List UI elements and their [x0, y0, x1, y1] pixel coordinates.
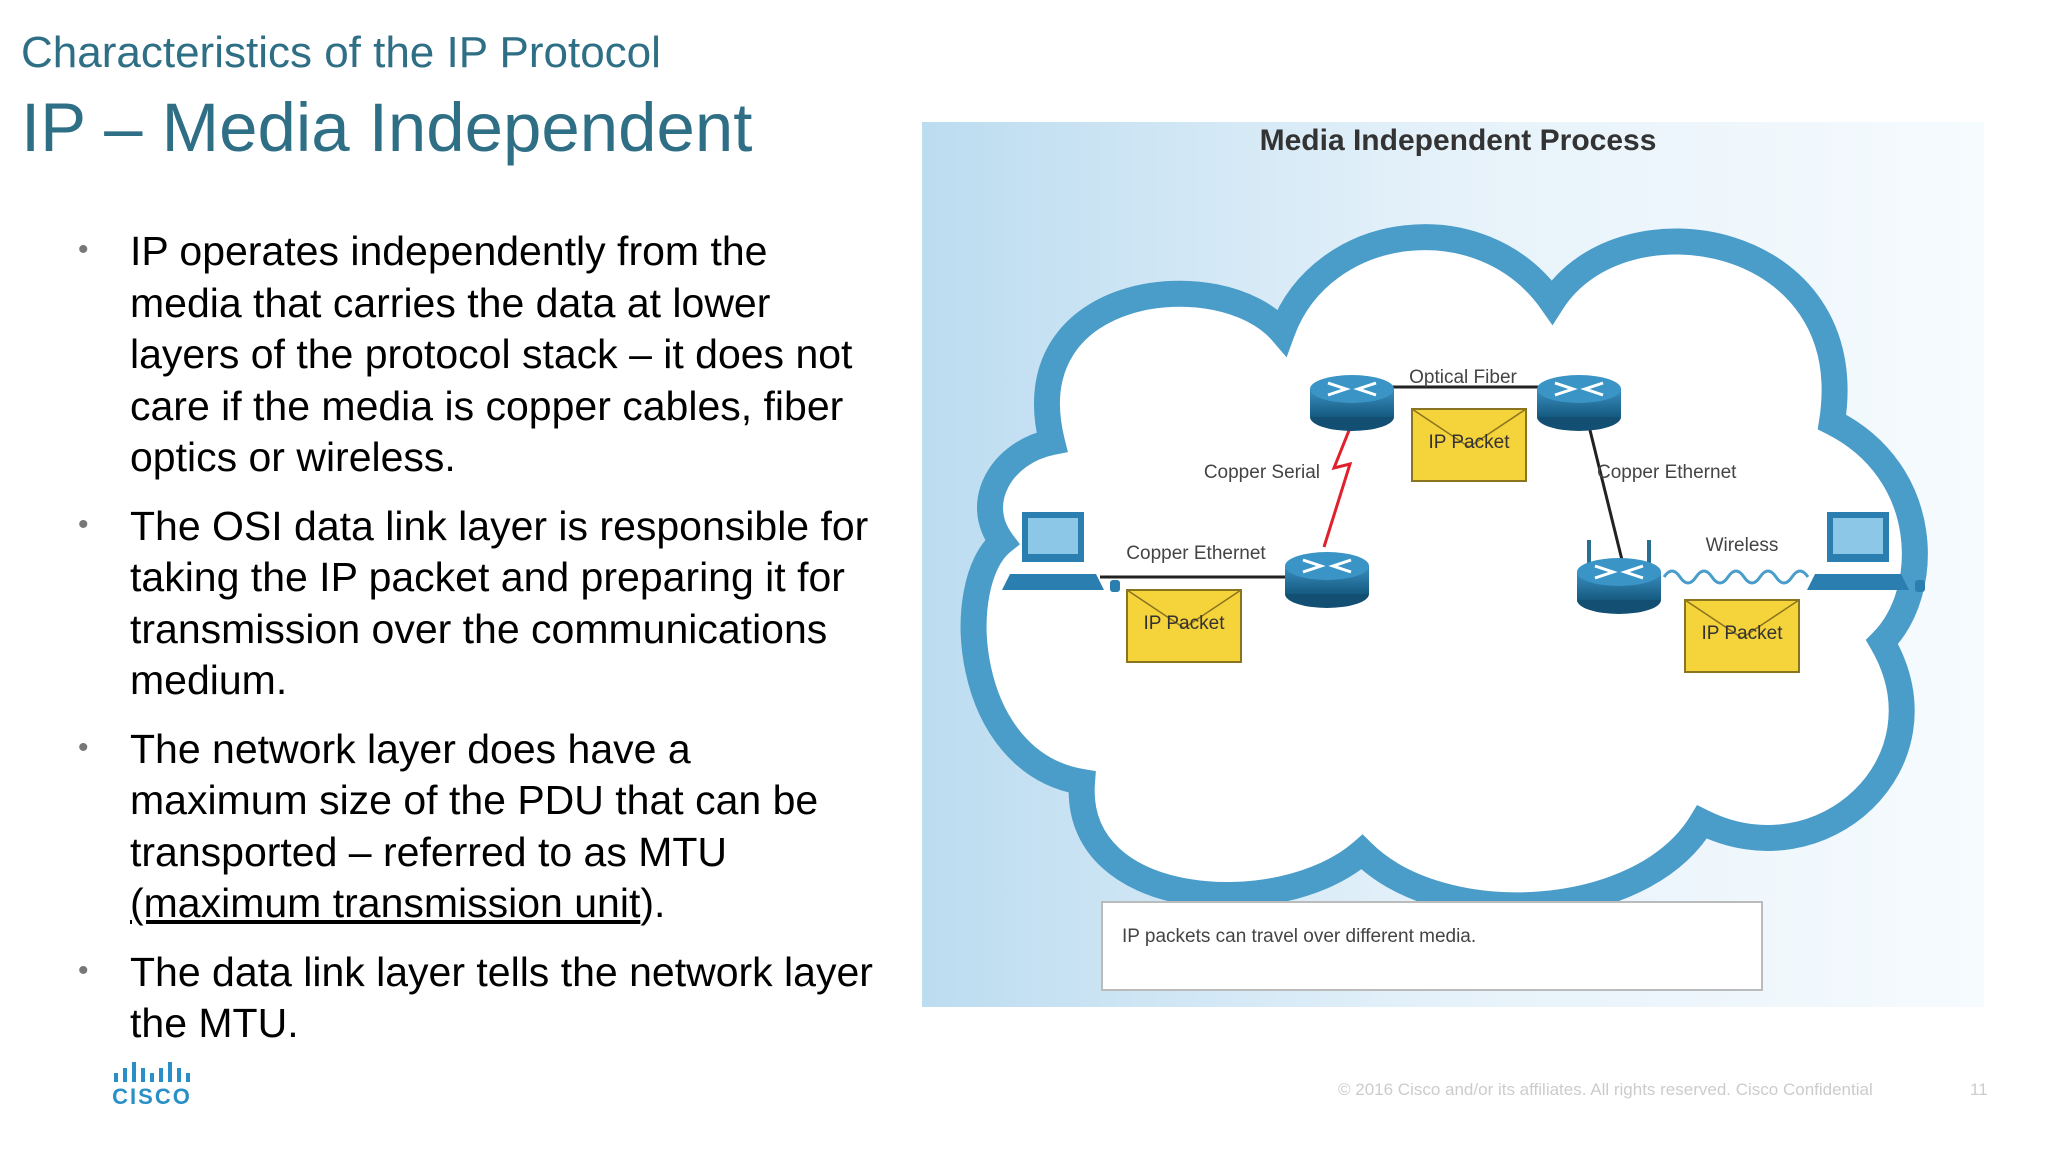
cisco-bars-icon	[114, 1062, 190, 1082]
slide-subtitle: Characteristics of the IP Protocol	[21, 28, 661, 77]
ip-packet-label: IP Packet	[1144, 613, 1226, 634]
router-icon	[1310, 375, 1394, 431]
ip-packet-envelope-icon: IP Packet	[1126, 589, 1242, 663]
copper-ethernet-left-label: Copper Ethernet	[1126, 543, 1266, 564]
bullet-dot-icon: •	[78, 730, 89, 764]
copper-serial-label: Copper Serial	[1204, 462, 1320, 483]
copper-ethernet-right-label: Copper Ethernet	[1597, 462, 1737, 483]
bullet-dot-icon: •	[78, 953, 89, 987]
diagram-title: Media Independent Process	[1260, 124, 1657, 157]
bullet-dot-icon: •	[78, 507, 89, 541]
media-independent-diagram: IP Packet IP Packet IP Packet Media Inde…	[922, 122, 1984, 1007]
ip-packet-label: IP Packet	[1702, 623, 1784, 644]
wireless-label: Wireless	[1706, 535, 1779, 556]
cisco-logo-text: CISCO	[112, 1084, 192, 1109]
router-icon	[1537, 375, 1621, 431]
computer-icon	[1807, 512, 1925, 592]
bullet-item: •The OSI data link layer is responsible …	[78, 501, 878, 707]
wireless-router-icon	[1577, 540, 1661, 614]
bullet-item: •The network layer does have a maximum s…	[78, 724, 878, 930]
bullet-list: •IP operates independently from the medi…	[78, 226, 878, 1067]
ip-packet-envelope-icon: IP Packet	[1684, 599, 1800, 673]
cloud-shape	[960, 224, 1928, 919]
bullet-item: •IP operates independently from the medi…	[78, 226, 878, 484]
caption-box: IP packets can travel over different med…	[1101, 901, 1763, 991]
computer-icon	[1002, 512, 1120, 592]
slide-title: IP – Media Independent	[21, 89, 753, 166]
page-number: 11	[1970, 1080, 1988, 1099]
mtu-link[interactable]: (maximum transmission unit	[130, 880, 641, 926]
bullet-item: •The data link layer tells the network l…	[78, 947, 878, 1050]
copper-serial-link	[1322, 417, 1356, 548]
optical-fiber-label: Optical Fiber	[1409, 367, 1517, 388]
wireless-link	[1662, 569, 1810, 585]
router-icon	[1285, 552, 1369, 608]
cisco-logo: CISCO	[110, 1062, 194, 1112]
copper-ethernet-right-link	[1585, 417, 1624, 561]
footer-copyright: © 2016 Cisco and/or its affiliates. All …	[1338, 1080, 1873, 1099]
caption-text: IP packets can travel over different med…	[1122, 926, 1476, 947]
ip-packet-envelope-icon: IP Packet	[1411, 408, 1527, 482]
bullet-dot-icon: •	[78, 233, 89, 266]
ip-packet-label: IP Packet	[1429, 432, 1511, 453]
